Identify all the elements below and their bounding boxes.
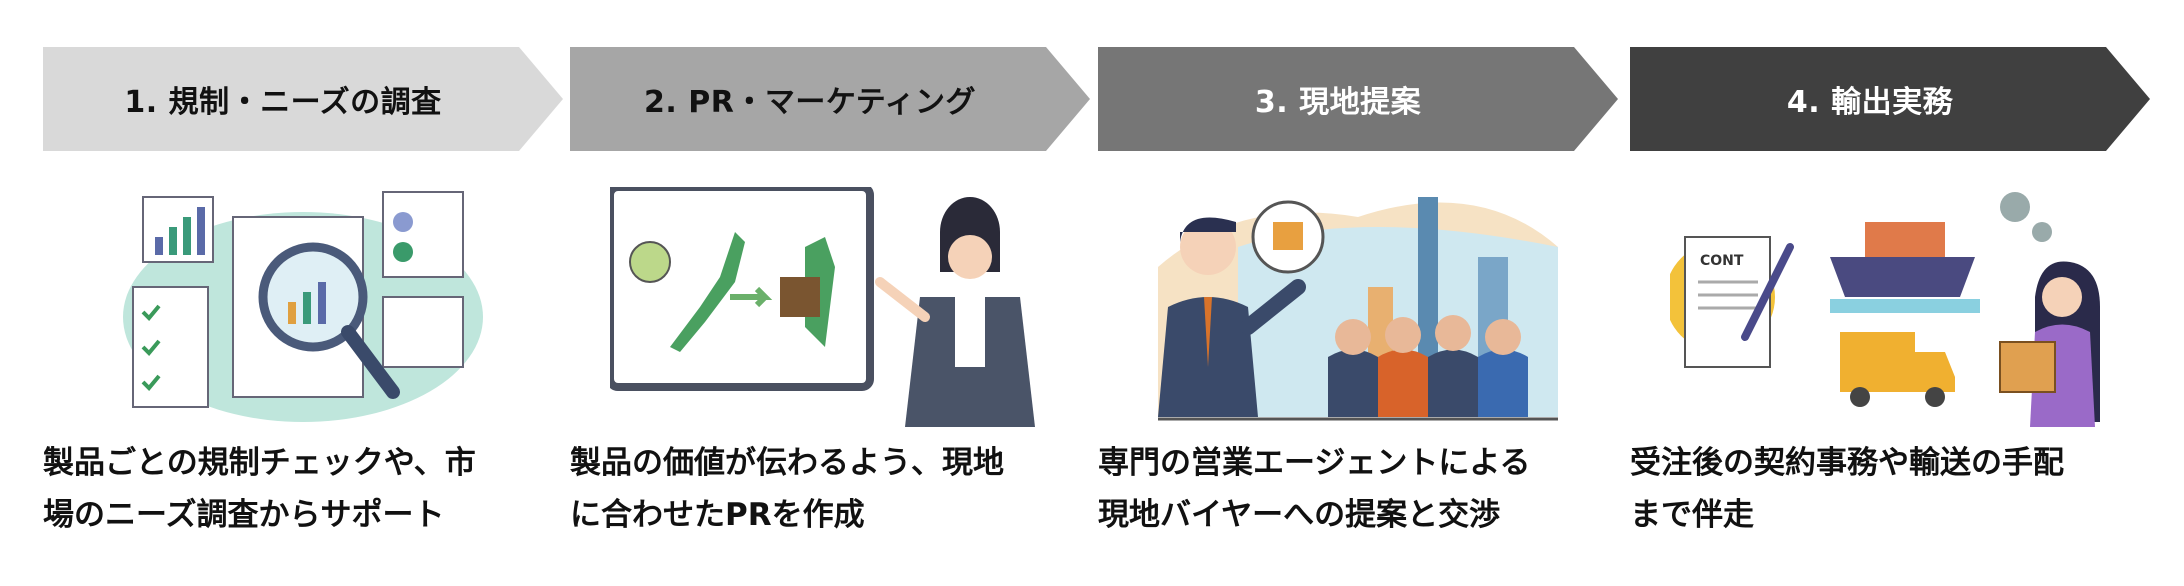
step-arrow: 2. PR・マーケティング bbox=[570, 47, 1090, 151]
step-title: 1. 規制・ニーズの調査 bbox=[124, 85, 442, 120]
magnifier-research-icon bbox=[123, 191, 483, 422]
step-description: 受注後の契約事務や輸送の手配まで伴走 bbox=[1630, 445, 2064, 533]
step-title: 2. PR・マーケティング bbox=[644, 85, 976, 120]
step-title: 3. 現地提案 bbox=[1254, 85, 1422, 120]
logistics-icon: CONT bbox=[1670, 192, 2100, 427]
sales-agent-buyers-icon bbox=[1158, 197, 1558, 421]
step-2: 2. PR・マーケティング 製品の価値が伝わるよう、現地に合わせたPRを作成 bbox=[570, 47, 1090, 533]
step-description: 製品ごとの規制チェックや、市場のニーズ調査からサポート bbox=[43, 445, 476, 533]
step-title: 4. 輸出実務 bbox=[1786, 85, 1954, 120]
step-4: 4. 輸出実務 CONT 受注後の契約事務や輸送の手配まで伴走 bbox=[1630, 47, 2150, 533]
step-description: 製品の価値が伝わるよう、現地に合わせたPRを作成 bbox=[570, 445, 1004, 533]
step-arrow: 1. 規制・ニーズの調査 bbox=[43, 47, 563, 151]
step-1: 1. 規制・ニーズの調査 製品ごとの規制チェックや、市場のニーズ調査からサポート bbox=[43, 47, 563, 533]
step-arrow: 4. 輸出実務 bbox=[1630, 47, 2150, 151]
step-description: 専門の営業エージェントによる現地バイヤーへの提案と交渉 bbox=[1098, 445, 1531, 533]
step-3: 3. 現地提案 専門の営業エージェントによる現地バイヤーへの提案と交渉 bbox=[1098, 47, 1618, 533]
step-arrow: 3. 現地提案 bbox=[1098, 47, 1618, 151]
presentation-board-icon bbox=[610, 187, 1035, 427]
contract-label: CONT bbox=[1700, 253, 1744, 269]
